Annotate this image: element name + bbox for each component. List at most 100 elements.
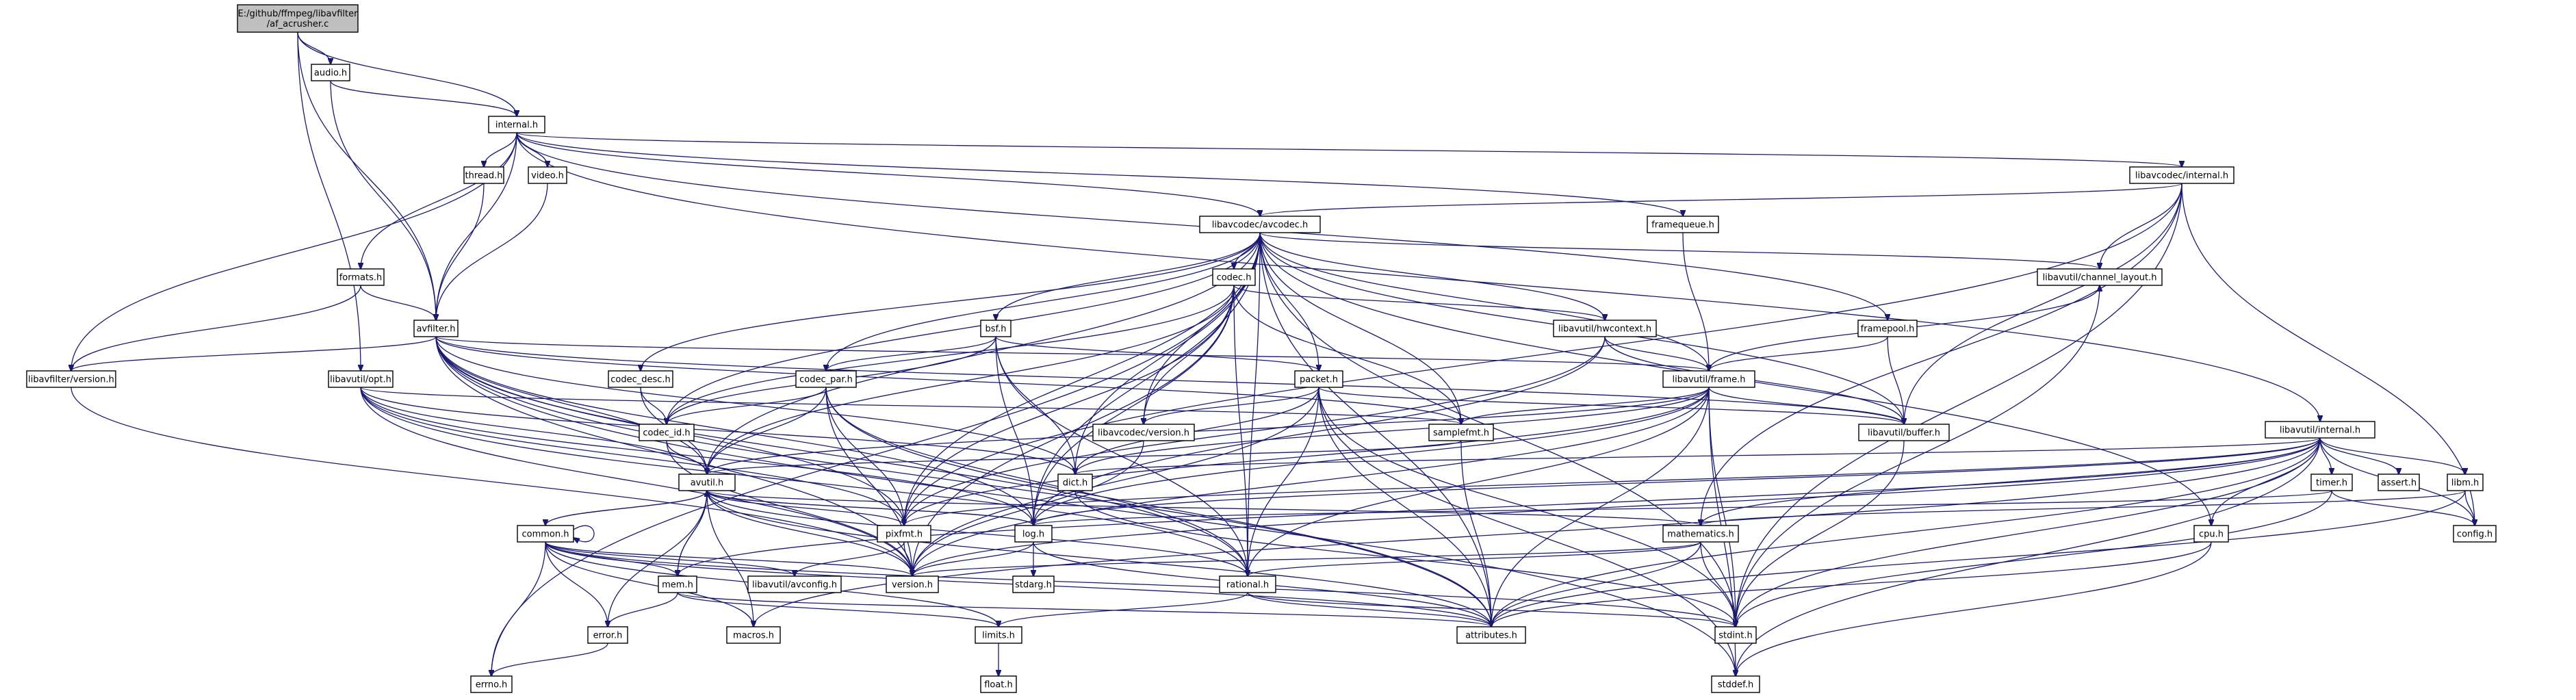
node-log[interactable]: log.h (1014, 525, 1053, 543)
node-label-avutil: avutil.h (691, 478, 724, 489)
node-codec-desc[interactable]: codec_desc.h (608, 370, 673, 388)
node-box-rational (1219, 575, 1276, 593)
node-buffer[interactable]: libavutil/buffer.h (1858, 424, 1950, 441)
node-box-codec (1212, 268, 1256, 286)
node-hwcontext[interactable]: libavutil/hwcontext.h (1553, 320, 1657, 337)
edge-root-to-opt (297, 31, 361, 371)
node-label-cpu: cpu.h (2199, 530, 2224, 540)
node-avc-version[interactable]: libavcodec/version.h (1092, 424, 1195, 441)
node-label-config: config.h (2457, 530, 2493, 540)
edge-mathematics-to-version (912, 541, 1701, 576)
node-pixfmt[interactable]: pixfmt.h (877, 525, 931, 543)
edge-common-to-version (545, 541, 912, 576)
edge-internal-to-avfilter (436, 132, 517, 320)
node-samplefmt[interactable]: samplefmt.h (1428, 424, 1494, 441)
node-common[interactable]: common.h (517, 525, 574, 543)
node-audio[interactable]: audio.h (311, 64, 350, 81)
edge-avutil-to-version (706, 490, 912, 576)
node-label-avfilter: avfilter.h (416, 324, 455, 335)
node-label-attributes: attributes.h (1465, 631, 1517, 641)
node-box-thread (463, 166, 504, 184)
node-opt[interactable]: libavutil/opt.h (328, 370, 394, 388)
edge-samplefmt-to-avutil (707, 440, 1462, 474)
node-errno[interactable]: errno.h (470, 675, 513, 693)
node-avconfig[interactable]: libavutil/avconfig.h (747, 575, 842, 593)
edge-avcodec-to-bsf (996, 232, 1261, 320)
edge-pixfmt-to-avconfig (795, 541, 905, 576)
node-stddef[interactable]: stddef.h (1711, 675, 1760, 693)
node-framepool[interactable]: framepool.h (1857, 320, 1918, 337)
node-assert[interactable]: assert.h (2378, 474, 2420, 491)
node-avutil[interactable]: avutil.h (678, 474, 736, 491)
edge-mem-to-avutil (677, 491, 707, 577)
node-box-avc-internal (2129, 166, 2234, 184)
node-timer[interactable]: timer.h (2310, 474, 2353, 491)
node-label-framepool: framepool.h (1861, 324, 1915, 335)
node-limits[interactable]: limits.h (975, 626, 1022, 644)
node-attributes[interactable]: attributes.h (1456, 626, 1526, 644)
node-label-avc-version: libavcodec/version.h (1098, 428, 1189, 439)
edge-buffer-to-stdint (1736, 440, 1905, 627)
node-codec-id[interactable]: codec_id.h (639, 424, 695, 441)
node-label-log: log.h (1022, 530, 1044, 540)
node-box-assert (2378, 474, 2420, 491)
node-avu-internal[interactable]: libavutil/internal.h (2265, 421, 2375, 439)
edge-root-to-internal (297, 31, 517, 116)
node-bsf[interactable]: bsf.h (980, 320, 1012, 337)
edge-libm-to-attributes (1491, 490, 2466, 627)
edge-avcodec-to-stdint (1259, 232, 1736, 627)
node-label-frame: libavutil/frame.h (1673, 375, 1746, 385)
node-box-stdarg (1012, 575, 1055, 593)
node-mem[interactable]: mem.h (658, 575, 697, 593)
edge-avfilter-to-dict (435, 336, 1075, 474)
edge-avcodec-to-rational (1248, 232, 1261, 576)
node-libm[interactable]: libm.h (2447, 474, 2484, 491)
node-box-root (237, 4, 359, 33)
node-box-opt (328, 370, 394, 388)
edge-opt-to-samplefmt (360, 387, 1461, 424)
node-cpu[interactable]: cpu.h (2193, 525, 2229, 543)
node-avc-internal[interactable]: libavcodec/internal.h (2129, 166, 2234, 184)
edge-avfilter-to-avutil (435, 336, 707, 474)
edge-codec-to-avutil (707, 285, 1235, 474)
node-channel-layout[interactable]: libavutil/channel_layout.h (2037, 268, 2163, 286)
node-stdarg[interactable]: stdarg.h (1012, 575, 1055, 593)
node-video[interactable]: video.h (528, 166, 567, 184)
node-label-avu-internal: libavutil/internal.h (2280, 426, 2360, 436)
node-avcodec[interactable]: libavcodec/avcodec.h (1199, 216, 1321, 233)
edge-dict-to-stdint (1074, 490, 1736, 627)
node-rational[interactable]: rational.h (1219, 575, 1276, 593)
edge-libm-to-mathematics (1701, 490, 2466, 526)
node-version[interactable]: version.h (886, 575, 939, 593)
node-dict[interactable]: dict.h (1057, 474, 1093, 491)
node-config[interactable]: config.h (2453, 525, 2497, 543)
edge-avc-internal-to-mathematics (1701, 183, 2182, 526)
node-framequeue[interactable]: framequeue.h (1647, 216, 1719, 233)
node-codec[interactable]: codec.h (1212, 268, 1256, 286)
node-lavfi-version[interactable]: libavfilter/version.h (26, 370, 116, 388)
edge-codec-to-samplefmt (1233, 285, 1461, 424)
edge-avu-internal-to-version (912, 437, 2321, 576)
node-frame[interactable]: libavutil/frame.h (1662, 370, 1755, 388)
edge-hwcontext-to-frame (1604, 336, 1709, 371)
node-formats[interactable]: formats.h (337, 268, 385, 286)
node-error[interactable]: error.h (587, 626, 628, 644)
node-internal[interactable]: internal.h (488, 116, 545, 133)
node-root[interactable]: E:/github/ffmpeg/libavfilter/af_acrusher… (237, 4, 359, 33)
node-codec-par[interactable]: codec_par.h (795, 370, 857, 388)
node-box-avu-internal (2265, 421, 2375, 439)
node-macros[interactable]: macros.h (726, 626, 781, 644)
node-box-cpu (2193, 525, 2229, 543)
node-stdint[interactable]: stdint.h (1714, 626, 1757, 644)
node-avfilter[interactable]: avfilter.h (413, 320, 459, 337)
edge-mem-to-limits (677, 592, 999, 627)
node-label-codec-desc: codec_desc.h (610, 375, 671, 385)
node-float[interactable]: float.h (980, 675, 1017, 693)
node-box-stdint (1714, 626, 1757, 644)
node-box-formats (337, 268, 385, 286)
node-thread[interactable]: thread.h (463, 166, 504, 184)
node-packet[interactable]: packet.h (1294, 370, 1343, 388)
node-mathematics[interactable]: mathematics.h (1662, 525, 1739, 543)
edge-avu-internal-to-macros (754, 437, 2321, 627)
